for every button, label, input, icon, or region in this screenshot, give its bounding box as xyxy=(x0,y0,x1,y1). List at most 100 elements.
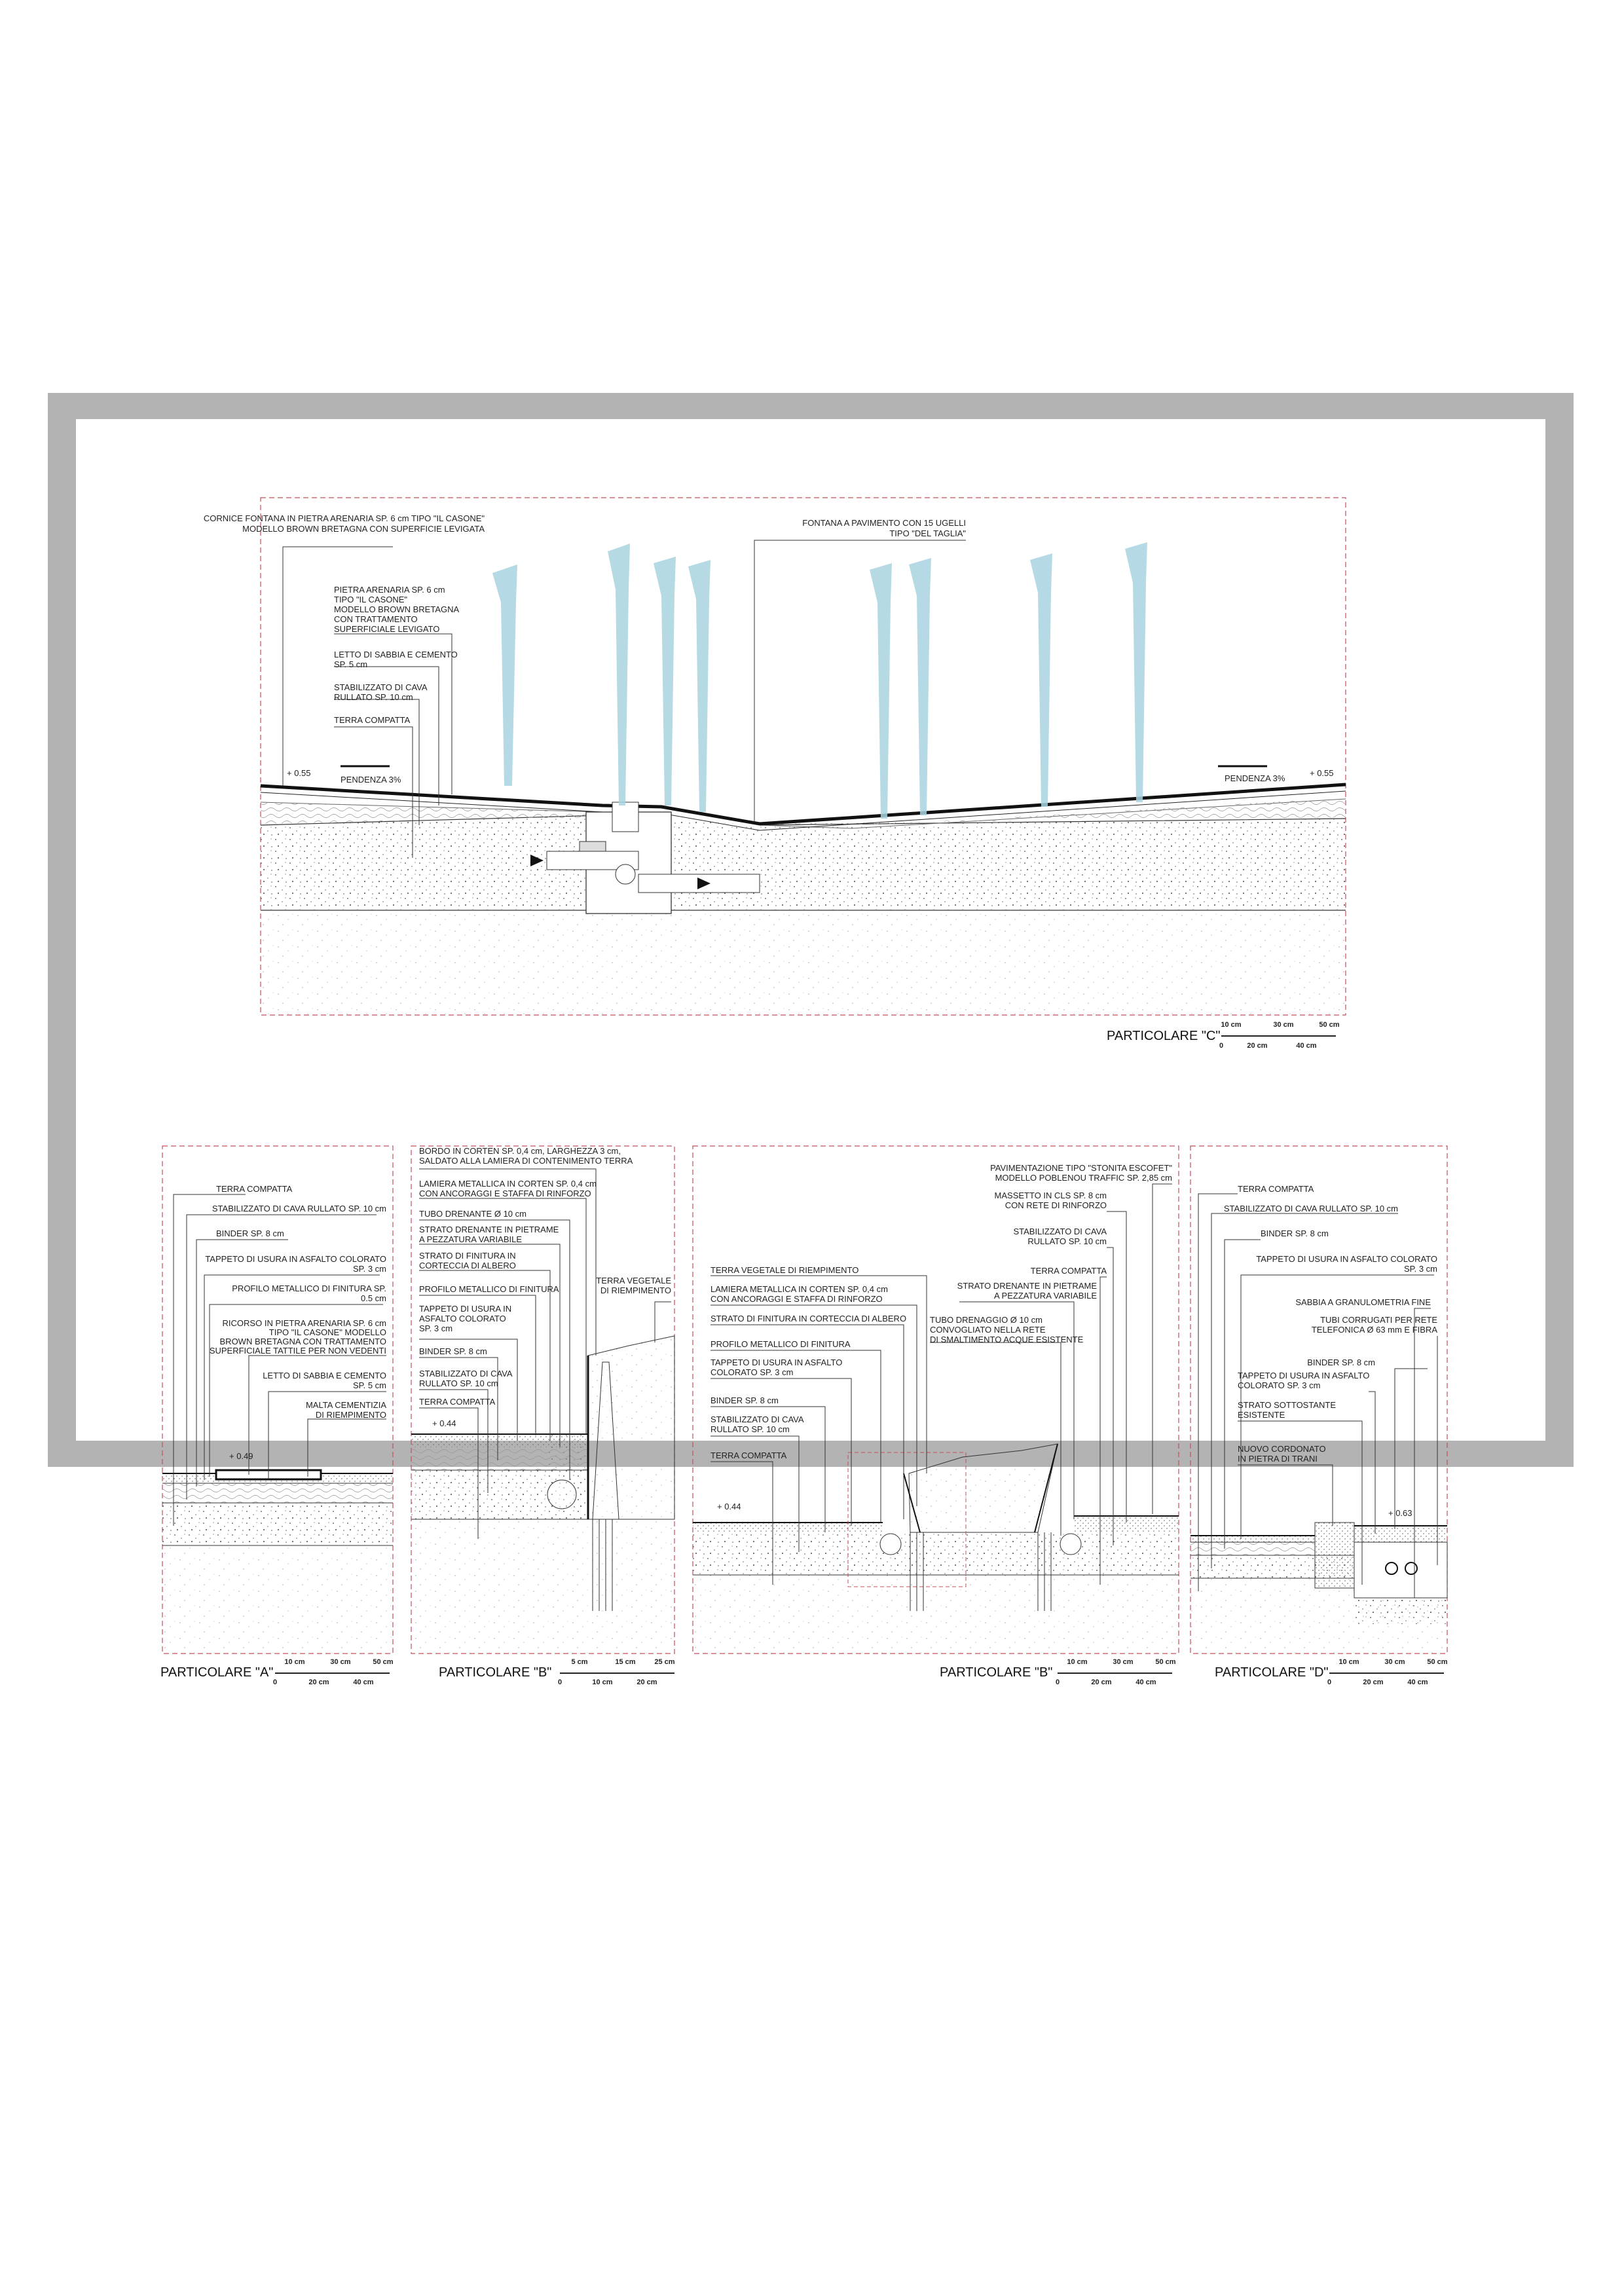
svg-text:BINDER SP. 8 cm: BINDER SP. 8 cm xyxy=(1261,1229,1329,1238)
svg-text:BINDER SP. 8 cm: BINDER SP. 8 cm xyxy=(216,1229,284,1238)
svg-text:+ 0.49: + 0.49 xyxy=(229,1451,253,1461)
svg-text:20 cm: 20 cm xyxy=(1247,1042,1267,1050)
svg-text:+ 0.44: + 0.44 xyxy=(432,1418,456,1428)
svg-text:PAVIMENTAZIONE TIPO "STONITA E: PAVIMENTAZIONE TIPO "STONITA ESCOFET"MOD… xyxy=(990,1163,1172,1183)
svg-text:10 cm: 10 cm xyxy=(1067,1658,1087,1666)
svg-text:40 cm: 40 cm xyxy=(353,1678,373,1686)
svg-text:RICORSO IN PIETRA ARENARIA SP.: RICORSO IN PIETRA ARENARIA SP. 6 cmTIPO … xyxy=(210,1318,386,1356)
svg-text:20 cm: 20 cm xyxy=(308,1678,329,1686)
conduit-trench xyxy=(1354,1542,1448,1599)
svg-text:BINDER SP. 8 cm: BINDER SP. 8 cm xyxy=(1307,1358,1375,1367)
svg-text:30 cm: 30 cm xyxy=(1384,1658,1405,1666)
drain-grate xyxy=(612,802,639,832)
scale-bar-d: 10 cm 30 cm 50 cm 0 20 cm 40 cm xyxy=(1327,1658,1448,1686)
slope-right: PENDENZA 3% xyxy=(1225,773,1285,783)
svg-text:25 cm: 25 cm xyxy=(654,1658,674,1666)
scale-bar-b2: 10 cm 30 cm 50 cm 0 20 cm 40 cm xyxy=(1056,1658,1176,1686)
svg-text:TERRA COMPATTA: TERRA COMPATTA xyxy=(710,1451,787,1460)
label-terra-compatta: TERRA COMPATTA xyxy=(334,715,411,725)
detail-d: TERRA COMPATTA STABILIZZATO DI CAVA RULL… xyxy=(1190,1145,1448,1686)
svg-text:BINDER SP. 8 cm: BINDER SP. 8 cm xyxy=(710,1396,779,1405)
svg-text:30 cm: 30 cm xyxy=(1113,1658,1133,1666)
label-cornice: CORNICE FONTANA IN PIETRA ARENARIA SP. 6… xyxy=(204,513,485,534)
svg-text:TERRA COMPATTA: TERRA COMPATTA xyxy=(1031,1266,1107,1276)
svg-text:STABILIZZATO DI CAVA RULLATO S: STABILIZZATO DI CAVA RULLATO SP. 10 cm xyxy=(212,1204,386,1213)
svg-text:10 cm: 10 cm xyxy=(1338,1658,1359,1666)
svg-text:STABILIZZATO DI CAVA RULLATO S: STABILIZZATO DI CAVA RULLATO SP. 10 cm xyxy=(1224,1204,1398,1213)
soil-layer xyxy=(261,910,1346,1015)
svg-text:0: 0 xyxy=(558,1678,562,1686)
svg-text:20 cm: 20 cm xyxy=(1363,1678,1383,1686)
svg-text:TAPPETO DI USURA IN ASFALTO CO: TAPPETO DI USURA IN ASFALTO COLORATOSP. … xyxy=(205,1254,386,1274)
svg-text:40 cm: 40 cm xyxy=(1407,1678,1428,1686)
svg-text:LAMIERA METALLICA IN CORTEN SP: LAMIERA METALLICA IN CORTEN SP. 0,4 cmCO… xyxy=(710,1284,888,1304)
svg-text:0: 0 xyxy=(1219,1042,1223,1050)
scale-bar-c: 10 cm 30 cm 50 cm 0 20 cm 40 cm xyxy=(1219,1021,1340,1050)
svg-text:10 cm: 10 cm xyxy=(592,1678,612,1686)
svg-text:TERRA COMPATTA: TERRA COMPATTA xyxy=(1238,1184,1314,1194)
detail-c-frame xyxy=(260,497,1346,1016)
svg-text:BINDER SP. 8 cm: BINDER SP. 8 cm xyxy=(419,1346,487,1356)
svg-text:+ 0.44: + 0.44 xyxy=(717,1502,741,1511)
svg-text:30 cm: 30 cm xyxy=(330,1658,350,1666)
svg-text:50 cm: 50 cm xyxy=(1427,1658,1447,1666)
svg-text:TAPPETO DI USURA IN ASFALTO CO: TAPPETO DI USURA IN ASFALTO COLORATOSP. … xyxy=(1256,1254,1437,1274)
svg-text:+ 0.63: + 0.63 xyxy=(1388,1508,1412,1518)
svg-text:20 cm: 20 cm xyxy=(1091,1678,1111,1686)
svg-text:30 cm: 30 cm xyxy=(1273,1021,1293,1029)
svg-text:0: 0 xyxy=(1327,1678,1331,1686)
detail-b1: BORDO IN CORTEN SP. 0,4 cm, LARGHEZZA 3 … xyxy=(411,1145,675,1686)
svg-text:40 cm: 40 cm xyxy=(1296,1042,1316,1050)
svg-text:BORDO IN CORTEN SP. 0,4 cm, LA: BORDO IN CORTEN SP. 0,4 cm, LARGHEZZA 3 … xyxy=(419,1146,633,1166)
gravel-layer xyxy=(261,815,1346,910)
svg-text:PROFILO METALLICO DI FINITURA: PROFILO METALLICO DI FINITURA xyxy=(419,1284,559,1294)
planting-soil xyxy=(908,1443,1058,1533)
water-jets xyxy=(492,542,1147,819)
curb-stone xyxy=(1314,1522,1355,1589)
svg-text:PROFILO METALLICO DI FINITURA: PROFILO METALLICO DI FINITURA SP.0.5 cm xyxy=(232,1284,386,1303)
svg-text:20 cm: 20 cm xyxy=(637,1678,657,1686)
level-left: + 0.55 xyxy=(287,768,311,778)
scale-bar-b1: 5 cm 15 cm 25 cm 0 10 cm 20 cm xyxy=(558,1658,675,1686)
detail-a-title: PARTICOLARE "A" xyxy=(160,1665,273,1680)
svg-text:40 cm: 40 cm xyxy=(1135,1678,1156,1686)
svg-text:STRATO DI FINITURA IN CORTECCI: STRATO DI FINITURA IN CORTECCIA DI ALBER… xyxy=(710,1314,906,1323)
flow-arrow-icon xyxy=(697,878,710,889)
svg-text:10 cm: 10 cm xyxy=(1221,1021,1241,1029)
svg-text:50 cm: 50 cm xyxy=(373,1658,393,1666)
detail-b2: TERRA VEGETALE DI RIEMPIMENTO LAMIERA ME… xyxy=(692,1145,1179,1686)
svg-text:TERRA COMPATTA: TERRA COMPATTA xyxy=(419,1397,496,1407)
svg-text:TERRA COMPATTA: TERRA COMPATTA xyxy=(216,1184,293,1194)
planting-soil xyxy=(587,1335,675,1520)
svg-text:TERRA VEGETALE DI RIEMPIMENTO: TERRA VEGETALE DI RIEMPIMENTO xyxy=(710,1265,858,1275)
svg-text:0: 0 xyxy=(1056,1678,1060,1686)
detail-b2-title: PARTICOLARE "B" xyxy=(940,1665,1052,1680)
detail-d-title: PARTICOLARE "D" xyxy=(1215,1665,1329,1680)
svg-text:SABBIA A GRANULOMETRIA FINE: SABBIA A GRANULOMETRIA FINE xyxy=(1295,1297,1431,1307)
paving-line xyxy=(260,783,1346,826)
svg-text:15 cm: 15 cm xyxy=(615,1658,635,1666)
svg-text:LAMIERA METALLICA IN CORTEN SP: LAMIERA METALLICA IN CORTEN SP. 0,4 cmCO… xyxy=(419,1179,597,1198)
scale-bar-a: 10 cm 30 cm 50 cm 0 20 cm 40 cm xyxy=(273,1658,394,1686)
